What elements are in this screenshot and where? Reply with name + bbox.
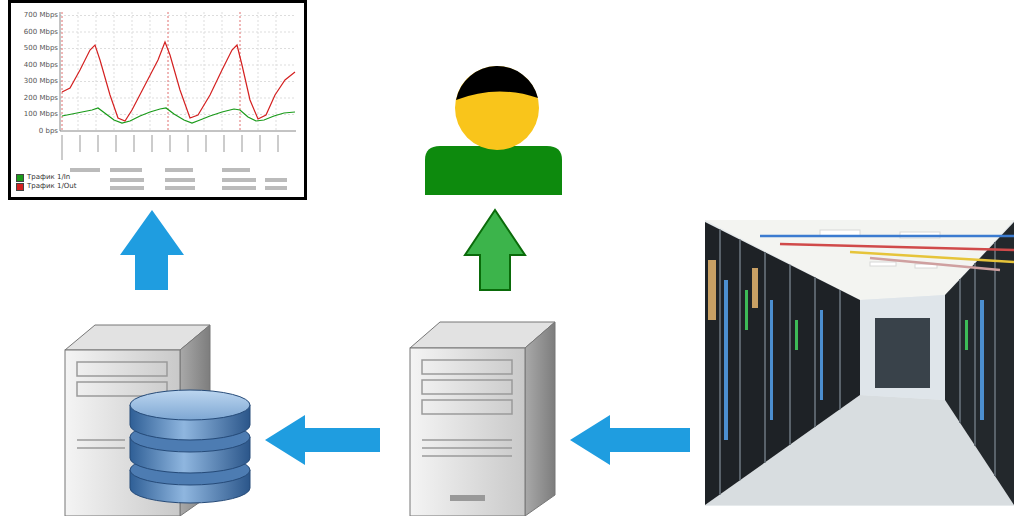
axis-label: 0 bps — [12, 127, 58, 136]
axis-label: 200 Mbps — [12, 94, 58, 103]
legend-item: Трафик 1/In — [16, 173, 70, 182]
user-icon — [425, 66, 562, 195]
database-server — [65, 325, 250, 516]
axis-label: 500 Mbps — [12, 44, 58, 53]
left-arrow — [570, 415, 690, 465]
up-arrow — [120, 210, 184, 290]
axis-label: 600 Mbps — [12, 28, 58, 37]
axis-label: 700 Mbps — [12, 11, 58, 20]
legend-item: Трафик 1/Out — [16, 182, 77, 191]
traffic-chart — [10, 2, 306, 199]
datacenter-photo — [705, 220, 1014, 506]
legend-text: Трафик 1/In — [27, 173, 70, 182]
axis-label: 300 Mbps — [12, 77, 58, 86]
axis-label: 400 Mbps — [12, 61, 58, 70]
legend-swatch — [16, 174, 24, 182]
server-tower — [410, 322, 555, 516]
up-arrow — [465, 210, 525, 290]
legend-text: Трафик 1/Out — [27, 182, 77, 191]
legend-swatch — [16, 183, 24, 191]
axis-label: 100 Mbps — [12, 110, 58, 119]
left-arrow — [265, 415, 380, 465]
